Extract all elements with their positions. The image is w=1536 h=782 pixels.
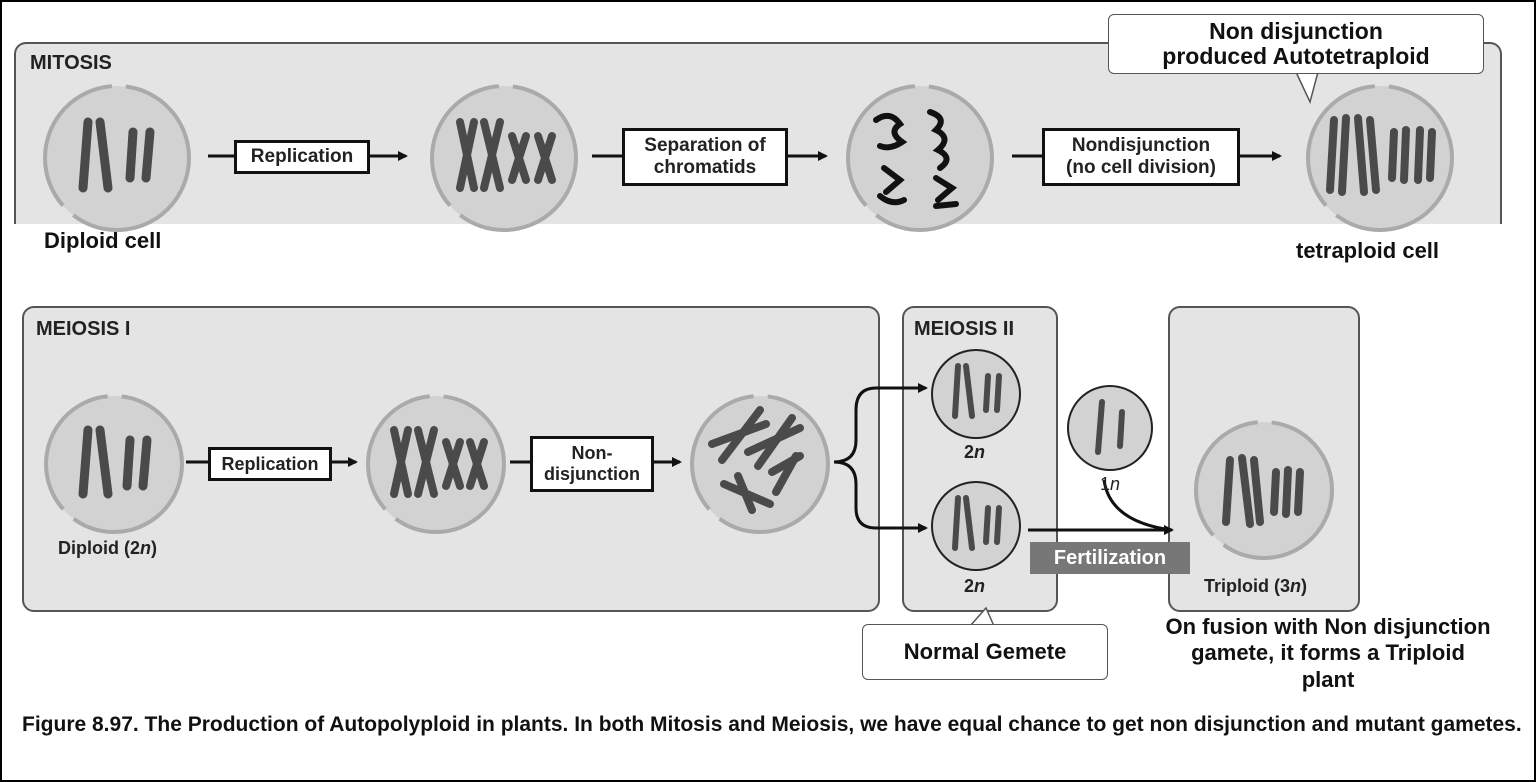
meiosis-diploid-n: n <box>140 538 151 558</box>
gamete-top-label: 2n <box>964 442 985 463</box>
triploid-note-line2: gamete, it forms a Triploid <box>1191 640 1465 666</box>
mitosis-nondisjunction-line2: (no cell division) <box>1066 157 1216 178</box>
mitosis-title: MITOSIS <box>30 52 112 74</box>
triploid-label: Triploid (3n) <box>1204 576 1307 597</box>
callout-pointer-gamete <box>969 606 995 627</box>
normal-gamete-callout: Normal Gemete <box>862 624 1108 680</box>
meiosis-nondisjunction-line2: disjunction <box>544 464 640 484</box>
meiosis-diploid-prefix: Diploid (2 <box>58 538 140 558</box>
gamete-bottom-label: 2n <box>964 576 985 597</box>
autotetraploid-callout: Non disjunction produced Autotetraploid <box>1108 14 1484 74</box>
autotetraploid-callout-line1: Non disjunction <box>1209 17 1383 44</box>
meiosis-diploid-label: Diploid (2n) <box>58 538 157 559</box>
mitosis-separation-line1: Separation of <box>644 135 766 157</box>
gamete-bottom-num: 2 <box>964 576 975 596</box>
mitosis-separation-line2: chromatids <box>653 157 757 178</box>
triploid-note: On fusion with Non disjunction gamete, i… <box>1118 614 1536 693</box>
triploid-note-line3: plant <box>1301 666 1355 692</box>
mitosis-replication-label: Replication <box>250 146 354 168</box>
triploid-note-line1: On fusion with Non disjunction <box>1165 614 1491 639</box>
triploid-n: n <box>1290 576 1302 596</box>
triploid-cell <box>1194 420 1334 560</box>
meiosis1-title: MEIOSIS I <box>36 318 131 340</box>
triploid-suffix: ) <box>1301 576 1308 596</box>
gamete-haploid-1n <box>1067 385 1153 471</box>
mitosis-nondisjunction-box: Nondisjunction (no cell division) <box>1042 128 1240 186</box>
haploid-num: 1 <box>1100 474 1111 494</box>
meiosis-nondisjunction-line1: Non- <box>571 443 613 464</box>
meiosis-replication-box: Replication <box>208 447 332 481</box>
diploid-cell-label: Diploid cell <box>44 228 162 253</box>
mitosis-separation-box: Separation of chromatids <box>622 128 788 186</box>
meiosis-diploid-suffix: ) <box>151 538 157 558</box>
gamete-top-n: n <box>974 442 986 462</box>
meiosis-arrows <box>186 383 1174 535</box>
fertilization-label: Fertilization <box>1030 542 1190 574</box>
haploid-label: 1n <box>1100 474 1120 495</box>
autotetraploid-callout-line2: produced Autotetraploid <box>1162 43 1430 69</box>
mitosis-replication-box: Replication <box>234 140 370 174</box>
mitosis-cell-separating <box>846 84 994 232</box>
meiosis2-title: MEIOSIS II <box>914 318 1015 340</box>
normal-gamete-callout-text: Normal Gemete <box>903 638 1067 664</box>
gamete-top-num: 2 <box>964 442 975 462</box>
meiosis-cell-nondisjunction <box>690 394 830 534</box>
haploid-n: n <box>1110 474 1121 494</box>
meiosis-replication-label: Replication <box>221 453 319 474</box>
mitosis-cell-diploid <box>43 84 191 232</box>
callout-pointer-tetraploid <box>1295 71 1319 105</box>
figure-caption: Figure 8.97. The Production of Autopolyp… <box>22 713 1522 736</box>
meiosis-cell-diploid <box>44 394 184 534</box>
mitosis-cell-tetraploid <box>1306 84 1454 232</box>
meiosis-nondisjunction-box: Non- disjunction <box>530 436 654 492</box>
mitosis-cell-replicated <box>430 84 578 232</box>
meiosis-cell-replicated <box>366 394 506 534</box>
triploid-prefix: Triploid (3 <box>1204 576 1291 596</box>
mitosis-nondisjunction-line1: Nondisjunction <box>1071 135 1211 157</box>
gamete-bottom-2n <box>931 481 1021 571</box>
gamete-top-2n <box>931 349 1021 439</box>
tetraploid-cell-label: tetraploid cell <box>1296 238 1440 263</box>
gamete-bottom-n: n <box>974 576 986 596</box>
